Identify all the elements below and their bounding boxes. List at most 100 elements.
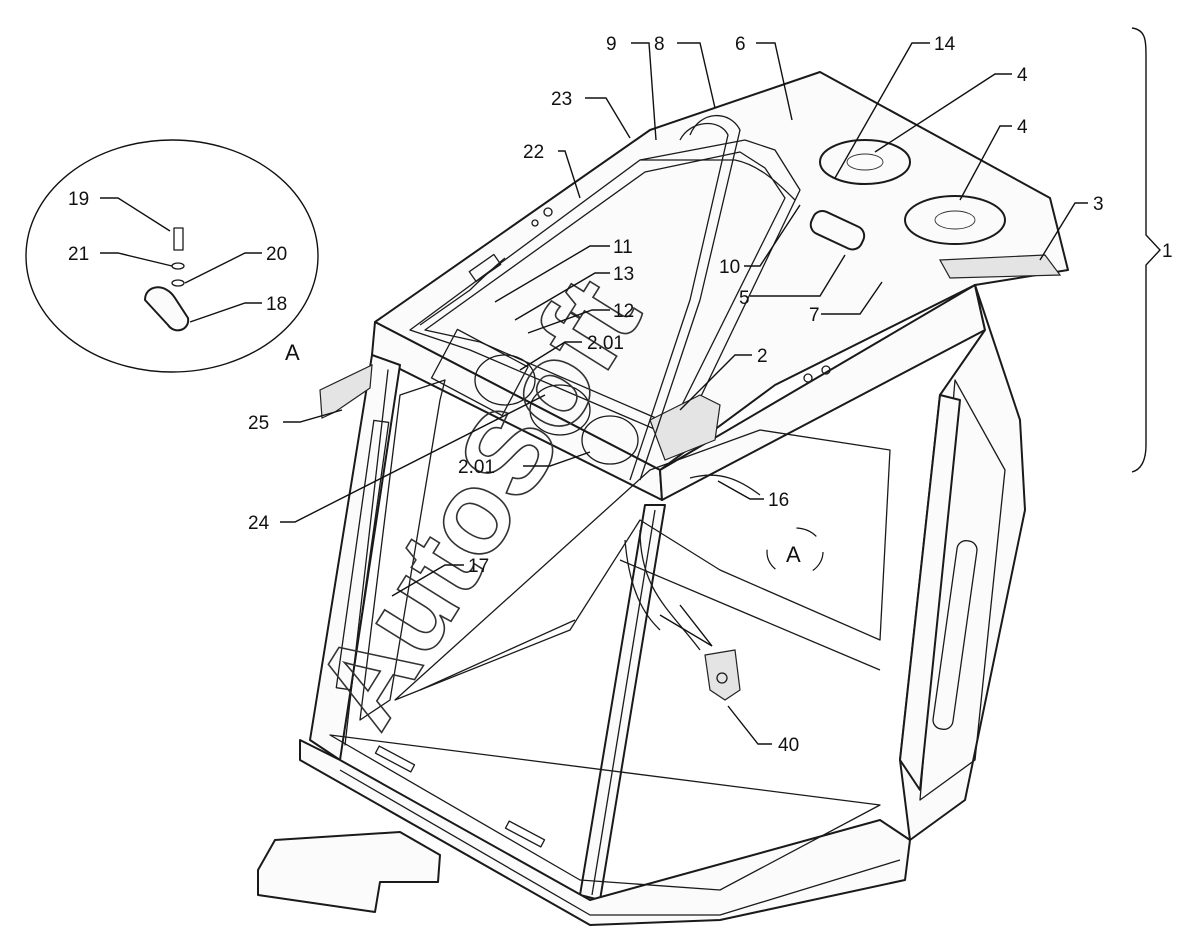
detail-callout-label: A (786, 542, 801, 567)
leader-2 (679, 354, 752, 411)
roof-fan-2 (904, 195, 1006, 245)
leader-23 (585, 97, 631, 139)
blower-drum-2 (529, 384, 591, 436)
label-7: 7 (809, 305, 820, 326)
leader-24 (280, 394, 546, 523)
condenser-plate-3 (939, 254, 1062, 279)
clip-40-hole (716, 672, 728, 684)
leader-6 (756, 42, 793, 121)
label-9: 9 (606, 34, 617, 55)
leader-8 (677, 42, 716, 109)
leader-21 (100, 252, 173, 267)
bracket-25 (319, 364, 373, 419)
leader-20 (184, 252, 262, 284)
receiver-dryer-5 (809, 210, 866, 251)
floor-slot-2 (504, 820, 546, 848)
floor-frame (299, 739, 911, 926)
label-2: 2 (757, 346, 768, 367)
label-40: 40 (778, 735, 799, 756)
label-25: 25 (248, 413, 269, 434)
rear-window (394, 429, 891, 701)
label-5: 5 (739, 288, 750, 309)
leader-9 (631, 42, 657, 141)
roof-hole-1 (543, 207, 553, 217)
label-2-01-bottom: 2.01 (458, 457, 495, 478)
leader-40 (727, 705, 772, 745)
floor-inner (329, 734, 881, 891)
wiper-blade (335, 419, 390, 691)
label-11: 11 (613, 237, 633, 258)
roof-fan-2-hub (934, 210, 976, 230)
rear-lower-bar (419, 619, 576, 691)
label-1: 1 (1162, 241, 1173, 262)
leader-2-01-top (519, 341, 582, 371)
label-6: 6 (735, 34, 746, 55)
leader-lines (100, 42, 1088, 745)
label-20: 20 (266, 244, 287, 265)
label-19: 19 (68, 189, 89, 210)
label-3: 3 (1093, 194, 1104, 215)
detail-callout-arc (766, 527, 824, 577)
leader-5 (750, 254, 846, 297)
roof-opening (409, 139, 801, 441)
leader-18 (189, 302, 262, 323)
leader-12 (527, 309, 610, 334)
label-24: 24 (248, 513, 270, 534)
windshield-left (359, 379, 446, 721)
label-10: 10 (719, 257, 740, 278)
blower-drum-1 (474, 354, 536, 406)
leader-25 (283, 409, 343, 423)
right-handle (932, 540, 978, 730)
direction-arrow (257, 831, 441, 913)
leader-4a (874, 73, 1012, 153)
label-14: 14 (934, 34, 956, 55)
leader-40-c (679, 604, 713, 647)
leader-22 (558, 150, 581, 199)
label-4-lower: 4 (1017, 117, 1028, 138)
leader-40-b (659, 614, 713, 647)
label-12: 12 (613, 301, 634, 322)
rear-pillar (899, 394, 961, 791)
label-4-upper: 4 (1017, 65, 1028, 86)
roof-hole-3 (803, 373, 813, 383)
washer-21 (171, 262, 185, 270)
leader-16 (717, 480, 764, 500)
hose-fitting-11 (468, 253, 502, 283)
drain-hose-2 (624, 539, 661, 631)
leader-7 (821, 281, 883, 315)
cable-16 (689, 474, 761, 496)
assembly-brace-1 (1131, 27, 1161, 473)
leader-14 (834, 42, 930, 179)
front-left-pillar-line (344, 369, 389, 746)
bolt-19 (173, 227, 184, 251)
blower-housing-left (430, 328, 529, 417)
leader-2-01-bottom (523, 451, 591, 467)
floor-slot-1 (374, 745, 416, 773)
label-16: 16 (768, 490, 789, 511)
front-right-pillar (579, 504, 666, 901)
hose-9 (629, 122, 729, 481)
part-labels: 1 9 8 6 14 4 4 3 23 22 10 5 7 11 13 12 2… (68, 34, 1173, 756)
label-2-01-top: 2.01 (587, 333, 624, 354)
clip-40 (704, 649, 741, 701)
hose-23 (640, 159, 796, 201)
leader-19 (100, 197, 171, 232)
roof-hole-2 (531, 219, 539, 227)
blower-drum-3 (581, 415, 639, 465)
front-right-pillar-line (591, 509, 656, 896)
label-17: 17 (468, 556, 489, 577)
label-8: 8 (654, 34, 665, 55)
nut-20 (171, 279, 185, 287)
leader-10 (744, 204, 801, 267)
floor-bottom-line (339, 769, 901, 916)
roof-fan-1-hub (846, 153, 884, 171)
leader-11 (494, 245, 610, 303)
cab-frame-drawing (257, 71, 1069, 926)
leader-3 (1039, 202, 1088, 261)
clamp-18 (144, 286, 190, 332)
rear-crossbar (619, 559, 881, 671)
leader-4b (959, 125, 1012, 201)
leader-13 (514, 272, 610, 321)
roof-hole-4 (821, 365, 831, 375)
